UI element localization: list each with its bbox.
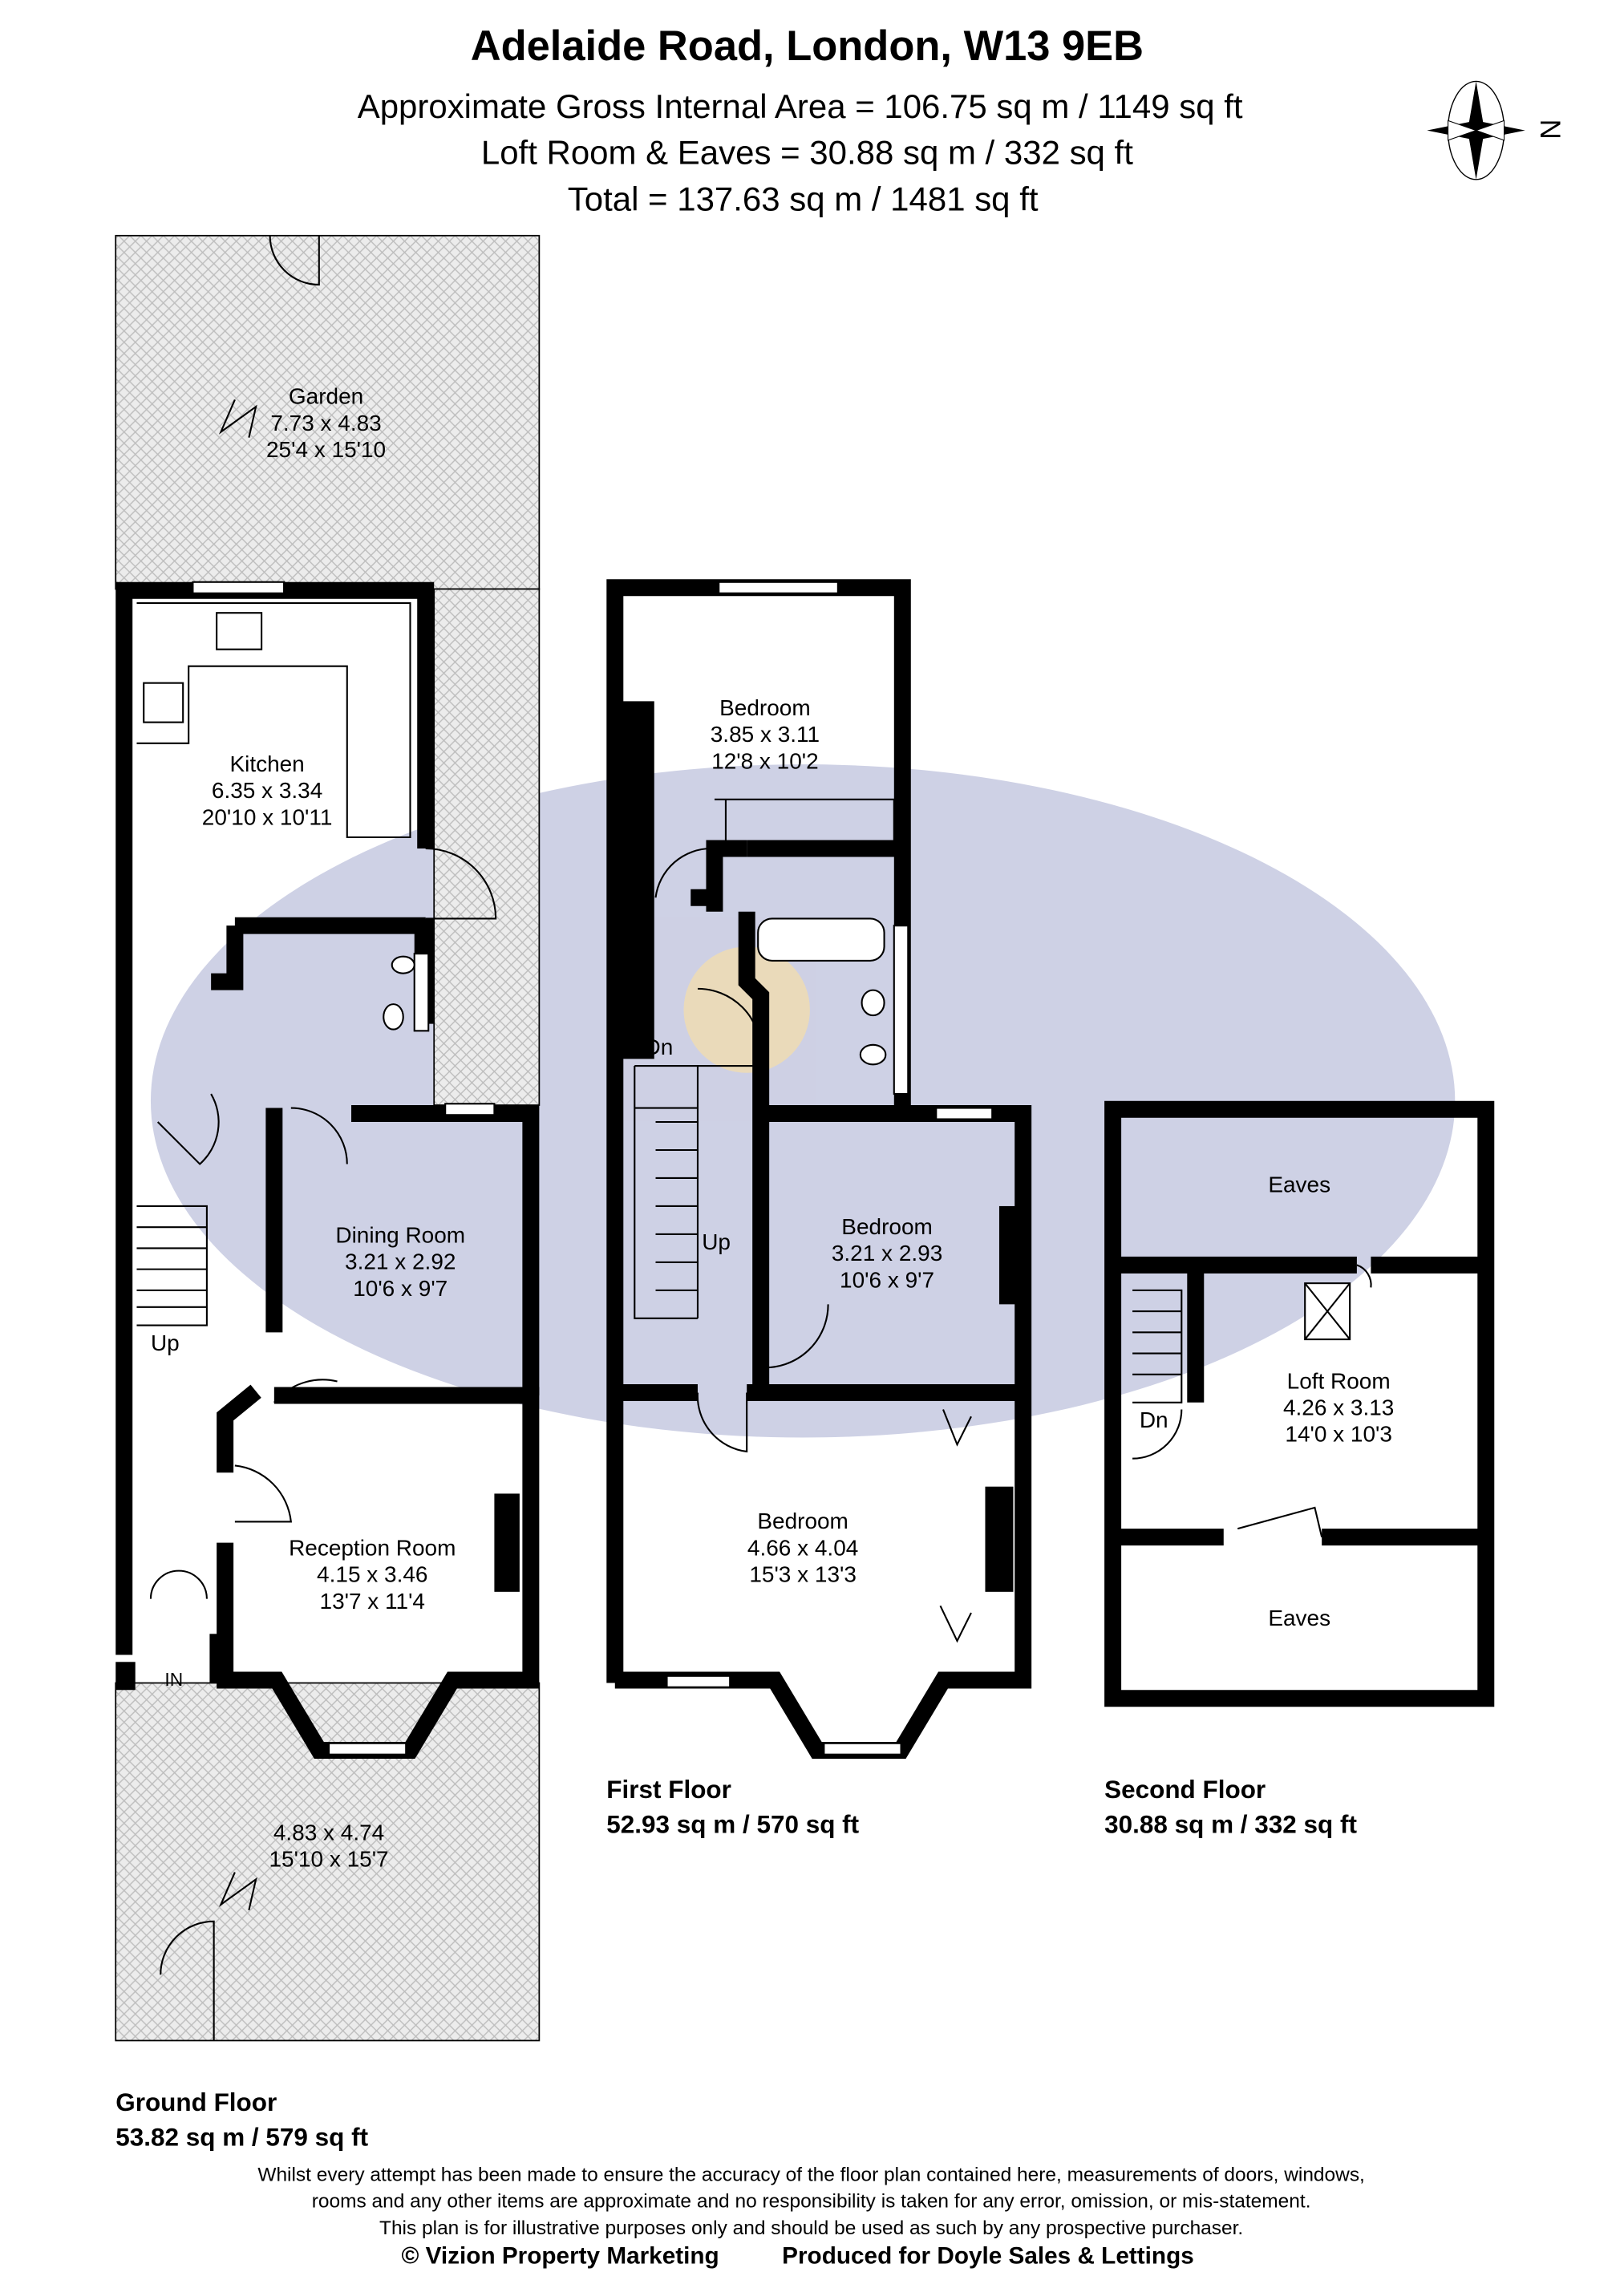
compass-label: N	[1534, 119, 1565, 140]
loft-area: Loft Room & Eaves = 30.88 sq m / 332 sq …	[481, 134, 1133, 172]
svg-text:13'7 x 11'4: 13'7 x 11'4	[320, 1589, 425, 1614]
credit-vizion: © Vizion Property Marketing	[401, 2243, 719, 2270]
svg-text:20'10 x 10'11: 20'10 x 10'11	[202, 804, 333, 829]
stairs-up-label: Up	[702, 1229, 731, 1254]
svg-text:3.21 x 2.92: 3.21 x 2.92	[345, 1249, 456, 1274]
bath-icon	[757, 917, 885, 962]
total-area: Total = 137.63 sq m / 1481 sq ft	[568, 180, 1039, 217]
room-label-garden: Garden 7.73 x 4.83 25'4 x 15'10	[266, 384, 386, 462]
svg-text:7.73 x 4.83: 7.73 x 4.83	[270, 411, 381, 435]
svg-text:3.85 x 3.11: 3.85 x 3.11	[711, 722, 820, 747]
svg-text:Dining Room: Dining Room	[335, 1222, 465, 1247]
room-label-bedroom-1: Bedroom 3.85 x 3.11 12'8 x 10'2	[711, 695, 820, 773]
second-floor-area: 30.88 sq m / 332 sq ft	[1104, 1811, 1357, 1839]
room-label-reception-room: Reception Room 4.15 x 3.46 13'7 x 11'4	[289, 1535, 456, 1613]
sink-icon	[861, 989, 885, 1017]
svg-text:Loft Room: Loft Room	[1287, 1368, 1391, 1393]
second-floor-plan	[1104, 1100, 1495, 1707]
toilet-icon	[391, 955, 415, 974]
room-label-bedroom-2: Bedroom 3.21 x 2.93 10'6 x 9'7	[832, 1214, 942, 1292]
svg-text:15'10 x 15'7: 15'10 x 15'7	[269, 1847, 389, 1872]
room-label-loft-room: Loft Room 4.26 x 3.13 14'0 x 10'3	[1283, 1368, 1394, 1446]
ground-floor-plan	[115, 234, 541, 2042]
stairs-down-label: Dn	[645, 1035, 674, 1059]
disclaimer-line-1: Whilst every attempt has been made to en…	[257, 2164, 1365, 2185]
room-label-eaves-2: Eaves	[1268, 1606, 1330, 1630]
first-floor-label: First Floor	[606, 1776, 731, 1804]
stairs-up-label: Up	[151, 1330, 180, 1355]
ground-floor-label: Ground Floor	[115, 2088, 277, 2116]
svg-text:12'8 x 10'2: 12'8 x 10'2	[711, 748, 819, 773]
svg-text:Bedroom: Bedroom	[841, 1214, 932, 1239]
svg-text:4.66 x 4.04: 4.66 x 4.04	[747, 1535, 858, 1560]
svg-text:3.21 x 2.93: 3.21 x 2.93	[832, 1241, 942, 1266]
svg-text:10'6 x 9'7: 10'6 x 9'7	[353, 1276, 448, 1301]
room-label-front-garden: 4.83 x 4.74 15'10 x 15'7	[269, 1820, 389, 1871]
svg-text:10'6 x 9'7: 10'6 x 9'7	[840, 1267, 934, 1292]
svg-text:25'4 x 15'10: 25'4 x 15'10	[266, 437, 386, 462]
first-floor-area: 52.93 sq m / 570 sq ft	[606, 1811, 859, 1839]
sink-icon	[383, 1003, 404, 1031]
svg-text:4.15 x 3.46: 4.15 x 3.46	[317, 1562, 427, 1587]
svg-text:4.83 x 4.74: 4.83 x 4.74	[273, 1820, 384, 1845]
room-label-kitchen: Kitchen 6.35 x 3.34 20'10 x 10'11	[202, 751, 333, 829]
second-floor-label: Second Floor	[1104, 1776, 1266, 1804]
toilet-icon	[859, 1043, 887, 1066]
first-floor-plan	[606, 579, 1032, 1759]
svg-text:Reception Room: Reception Room	[289, 1535, 456, 1560]
credit-doyle: Produced for Doyle Sales & Lettings	[782, 2243, 1194, 2270]
disclaimer-line-3: This plan is for illustrative purposes o…	[379, 2217, 1243, 2239]
room-label-dining-room: Dining Room 3.21 x 2.92 10'6 x 9'7	[335, 1222, 465, 1300]
compass-icon: N	[1427, 80, 1565, 180]
svg-text:Garden: Garden	[289, 384, 363, 409]
stairs-down-label: Dn	[1140, 1407, 1168, 1432]
entrance-label: IN	[164, 1669, 183, 1690]
svg-text:6.35 x 3.34: 6.35 x 3.34	[212, 778, 322, 803]
svg-text:4.26 x 3.13: 4.26 x 3.13	[1283, 1395, 1394, 1420]
disclaimer-line-2: rooms and any other items are approximat…	[312, 2191, 1311, 2213]
room-label-eaves-1: Eaves	[1268, 1172, 1330, 1197]
svg-text:Kitchen: Kitchen	[229, 751, 304, 776]
ground-floor-area: 53.82 sq m / 579 sq ft	[115, 2124, 368, 2152]
gross-area: Approximate Gross Internal Area = 106.75…	[358, 87, 1243, 125]
svg-text:14'0 x 10'3: 14'0 x 10'3	[1285, 1422, 1392, 1447]
svg-text:Bedroom: Bedroom	[719, 695, 811, 720]
svg-text:15'3 x 13'3: 15'3 x 13'3	[749, 1562, 857, 1587]
room-label-bedroom-3: Bedroom 4.66 x 4.04 15'3 x 13'3	[747, 1509, 858, 1586]
page-title: Adelaide Road, London, W13 9EB	[471, 23, 1144, 70]
svg-text:Bedroom: Bedroom	[757, 1509, 848, 1533]
